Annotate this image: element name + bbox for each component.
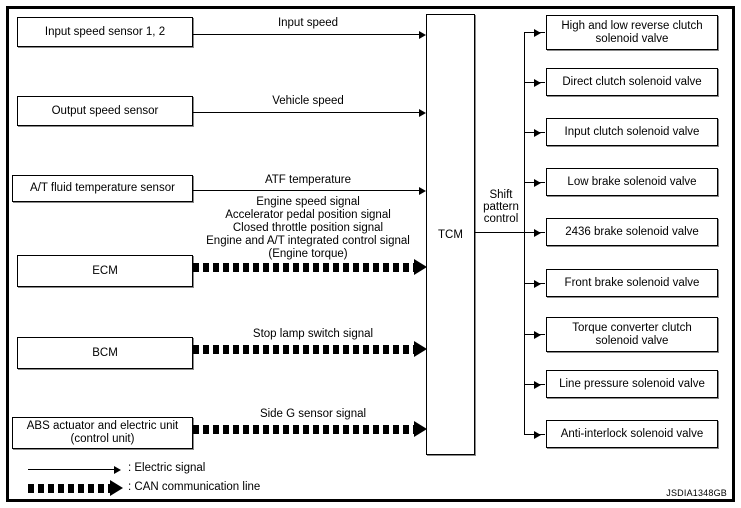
arrowhead-low-brake-solenoid-valve (534, 179, 541, 187)
signal-label-input-speed: Input speed (277, 17, 339, 29)
signal-label-stop-lamp-switch: Stop lamp switch signal (252, 328, 374, 340)
input-box-ecm: ECM (17, 255, 193, 287)
legend-label-can-communication-line: : CAN communication line (128, 481, 261, 493)
tcm-label: TCM (438, 228, 463, 241)
connector-bcm (193, 345, 419, 354)
output-label-low-brake-solenoid-valve: Low brake solenoid valve (567, 175, 697, 188)
output-box-high-and-low-reverse-clutch-solenoid-valve: High and low reverse clutch solenoid val… (546, 15, 718, 50)
connector-at-fluid-temperature-sensor (193, 190, 419, 191)
output-box-front-brake-solenoid-valve: Front brake solenoid valve (546, 269, 718, 297)
input-box-at-fluid-temperature-sensor: A/T fluid temperature sensor (12, 175, 193, 202)
arrowhead-front-brake-solenoid-valve (534, 280, 541, 288)
arrowhead-bcm (414, 341, 427, 357)
output-box-direct-clutch-solenoid-valve: Direct clutch solenoid valve (546, 68, 718, 96)
output-label-2436-brake-solenoid-valve: 2436 brake solenoid valve (565, 225, 699, 238)
arrowhead-input-clutch-solenoid-valve (534, 129, 541, 137)
output-box-2436-brake-solenoid-valve: 2436 brake solenoid valve (546, 218, 718, 246)
arrowhead-line-pressure-solenoid-valve (534, 381, 541, 389)
legend-label-electric-signal: : Electric signal (128, 462, 206, 474)
output-label-high-and-low-reverse-clutch-solenoid-valve: High and low reverse clutch solenoid val… (561, 19, 703, 45)
input-box-input-speed-sensor: Input speed sensor 1, 2 (17, 17, 193, 47)
input-label-input-speed-sensor: Input speed sensor 1, 2 (44, 25, 166, 38)
input-box-abs-actuator-and-electric-unit: ABS actuator and electric unit (control … (12, 417, 193, 449)
legend-can-arrowhead (110, 480, 123, 496)
input-label-abs-actuator-and-electric-unit: ABS actuator and electric unit (control … (26, 420, 179, 445)
connector-abs-actuator (193, 425, 419, 434)
connector-input-speed-sensor (193, 34, 419, 35)
shift-pattern-control-label: Shift pattern control (483, 189, 519, 225)
input-label-bcm: BCM (92, 346, 118, 359)
legend-electric-signal-line (28, 469, 114, 470)
output-label-torque-converter-clutch-solenoid-valve: Torque converter clutch solenoid valve (572, 321, 692, 347)
signal-label-ecm: Engine speed signal Accelerator pedal po… (206, 196, 410, 260)
connector-ecm (193, 263, 419, 272)
arrowhead-at-fluid-temperature-sensor (419, 187, 426, 195)
input-label-output-speed-sensor: Output speed sensor (51, 104, 159, 117)
tcm-box: TCM (426, 14, 475, 455)
output-box-anti-interlock-solenoid-valve: Anti-interlock solenoid valve (546, 420, 718, 448)
signal-label-side-g-sensor: Side G sensor signal (259, 408, 367, 420)
arrowhead-input-speed-sensor (419, 31, 426, 39)
input-box-bcm: BCM (17, 337, 193, 369)
output-box-line-pressure-solenoid-valve: Line pressure solenoid valve (546, 370, 718, 398)
arrowhead-2436-brake-solenoid-valve (534, 229, 541, 237)
output-box-torque-converter-clutch-solenoid-valve: Torque converter clutch solenoid valve (546, 317, 718, 352)
arrowhead-ecm (414, 259, 427, 275)
output-label-anti-interlock-solenoid-valve: Anti-interlock solenoid valve (560, 427, 704, 440)
arrowhead-torque-converter-clutch-solenoid-valve (534, 331, 541, 339)
diagram-frame (6, 6, 735, 502)
output-label-front-brake-solenoid-valve: Front brake solenoid valve (564, 276, 700, 289)
signal-label-vehicle-speed: Vehicle speed (272, 95, 344, 107)
input-box-output-speed-sensor: Output speed sensor (17, 96, 193, 126)
output-label-input-clutch-solenoid-valve: Input clutch solenoid valve (564, 125, 700, 138)
output-label-direct-clutch-solenoid-valve: Direct clutch solenoid valve (562, 75, 702, 88)
legend-electric-signal-arrowhead (114, 466, 121, 474)
legend-can-line (28, 484, 114, 493)
connector-tcm-to-bus (475, 232, 540, 233)
output-box-input-clutch-solenoid-valve: Input clutch solenoid valve (546, 118, 718, 146)
arrowhead-direct-clutch-solenoid-valve (534, 79, 541, 87)
arrowhead-abs-actuator (414, 421, 427, 437)
arrowhead-output-speed-sensor (419, 109, 426, 117)
signal-label-atf-temperature: ATF temperature (264, 174, 352, 186)
connector-output-speed-sensor (193, 112, 419, 113)
arrowhead-anti-interlock-solenoid-valve (534, 431, 541, 439)
figure-code: JSDIA1348GB (666, 488, 727, 498)
output-box-low-brake-solenoid-valve: Low brake solenoid valve (546, 168, 718, 196)
arrowhead-high-and-low-reverse-clutch-solenoid-valve (534, 29, 541, 37)
input-label-ecm: ECM (92, 264, 118, 277)
input-label-at-fluid-temperature-sensor: A/T fluid temperature sensor (30, 182, 175, 194)
output-label-line-pressure-solenoid-valve: Line pressure solenoid valve (559, 377, 705, 390)
shift-pattern-control-bus (524, 32, 525, 434)
